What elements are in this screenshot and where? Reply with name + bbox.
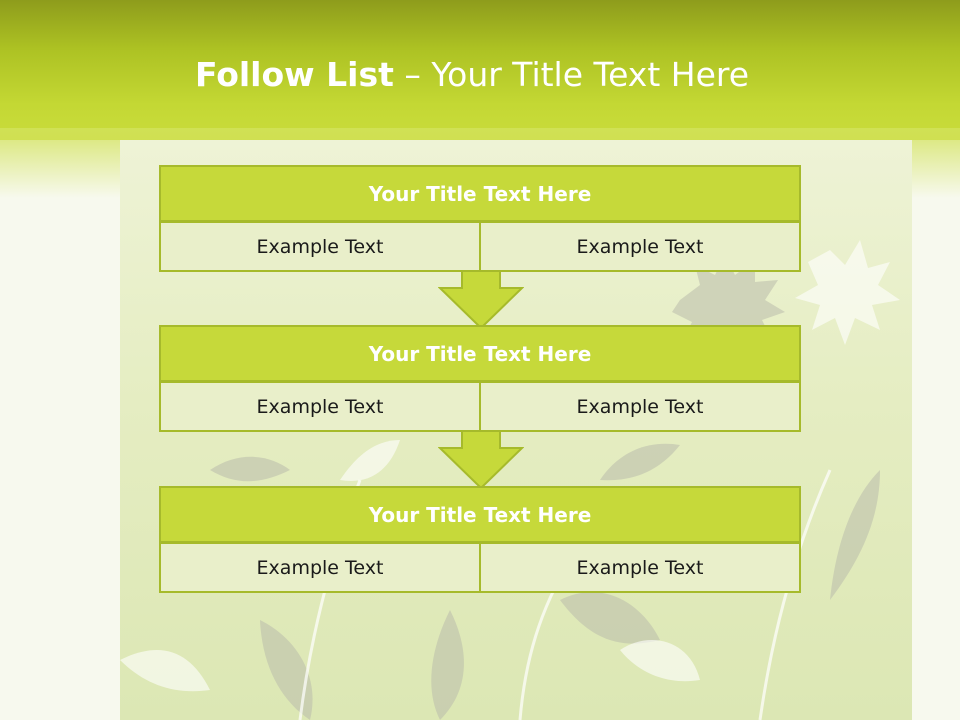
step-title: Your Title Text Here [159, 165, 801, 222]
step-right-text: Example Text [479, 542, 801, 593]
step-title: Your Title Text Here [159, 325, 801, 382]
down-arrow-1 [438, 270, 524, 330]
title-bold: Follow List [194, 55, 394, 94]
title-banner [0, 0, 960, 140]
step-title: Your Title Text Here [159, 486, 801, 543]
down-arrow-2 [438, 430, 524, 490]
page-title: Follow List – Your Title Text Here [0, 52, 944, 98]
step-left-text: Example Text [159, 542, 481, 593]
step-right-text: Example Text [479, 221, 801, 272]
title-rest: – Your Title Text Here [393, 55, 750, 94]
step-left-text: Example Text [159, 381, 481, 432]
step-left-text: Example Text [159, 221, 481, 272]
step-right-text: Example Text [479, 381, 801, 432]
